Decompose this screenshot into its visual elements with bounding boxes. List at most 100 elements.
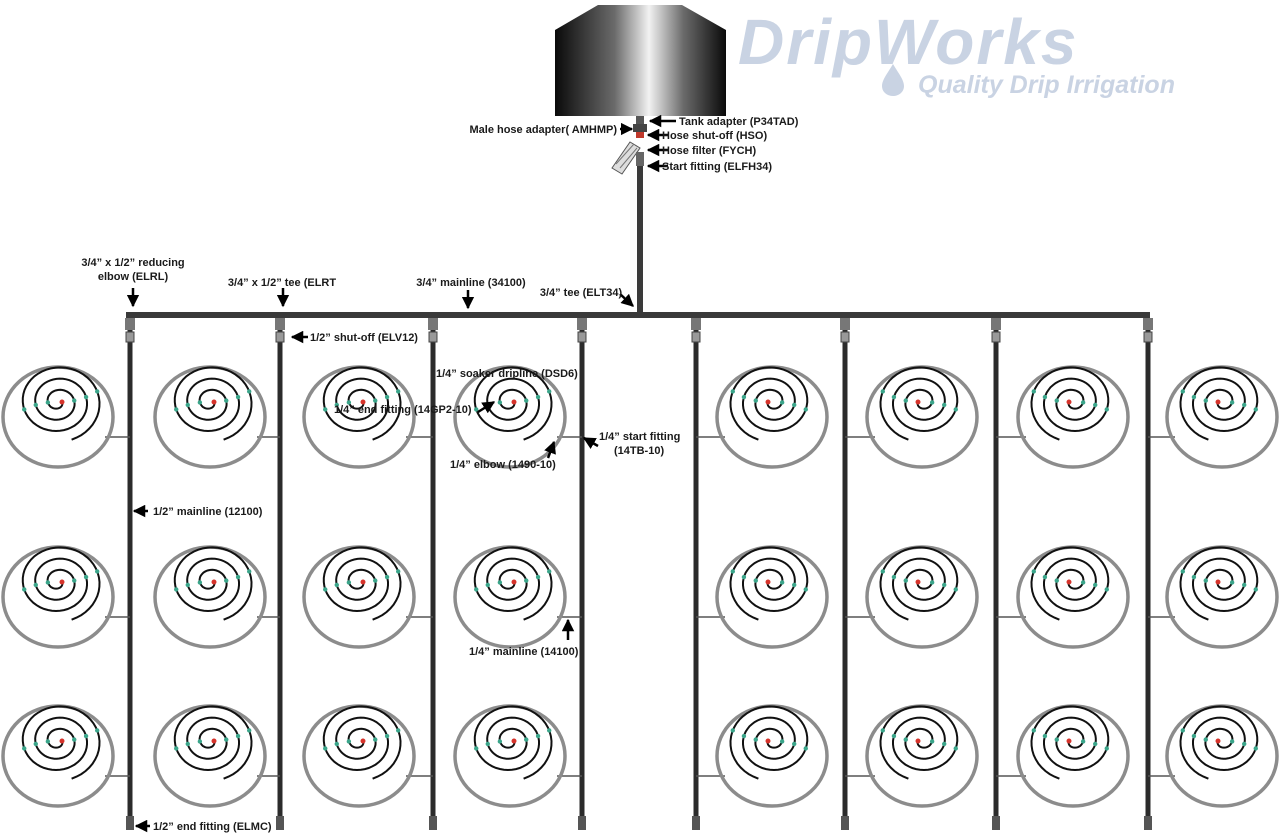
soaker-spiral [729,546,809,621]
spiral-end-cap [915,738,921,744]
emitter-dot [346,580,352,585]
end-fitting [276,816,284,830]
label-mainline-12: 1/2” mainline (12100) [153,506,263,518]
label-elbow-14: 1/4” elbow (1490-10) [450,459,556,471]
emitter-dot [547,728,552,733]
emitter-dot [95,389,100,394]
emitter-dot [346,400,352,405]
spiral-end-cap [1066,399,1072,405]
shutoff-valve [428,331,438,343]
emitter-dot [235,574,241,580]
emitter-dot [323,746,328,751]
shutoff-valve [991,331,1001,343]
soaker-spiral [1179,366,1259,441]
label-hose-shutoff: Hose shut-off (HSO) [662,130,767,142]
emitter-dot [547,389,552,394]
emitter-dot [83,574,89,580]
emitter-dot [535,574,541,580]
emitter-dot [1253,587,1258,592]
label-mainline-34: 3/4” mainline (34100) [416,277,526,289]
emitter-dot [1242,402,1247,408]
emitter-dot [373,398,378,403]
arrow-tee-34 [619,293,634,307]
emitter-dot [1080,400,1086,405]
emitter-dot [1203,578,1208,583]
spiral-end-cap [511,399,517,405]
soaker-spiral [879,546,959,621]
emitter-dot [1031,728,1036,733]
emitter-dot [903,737,908,742]
emitter-dot [45,739,51,744]
emitter-dot [1054,578,1059,583]
emitter-dot [1042,394,1048,400]
spiral-end-cap [211,399,217,405]
emitter-dot [730,728,735,733]
soaker-spiral [1179,546,1259,621]
emitter-dot [1054,398,1059,403]
emitter-dot [474,746,479,751]
label-end-fitting-12: 1/2” end fitting (ELMC) [153,821,272,833]
emitter-dot [174,746,179,751]
emitter-dot [730,569,735,574]
emitter-dot [485,582,490,588]
emitter-dot [1104,587,1109,592]
emitter-dot [741,574,747,580]
emitter-dot [741,394,747,400]
spiral-end-cap [1215,579,1221,585]
emitter-dot [1080,739,1086,744]
label-start-fitting-14-line2: (14TB-10) [614,445,664,457]
lateral-pipe [430,318,436,830]
labels: Tank adapter (P34TAD) Male hose adapter(… [81,116,798,833]
emitter-dot [779,739,785,744]
emitter-dot [197,400,203,405]
emitter-dot [891,574,897,580]
brand-tagline: Quality Drip Irrigation [918,71,1175,99]
emitter-dot [1180,389,1185,394]
soaker-spiral [322,546,402,621]
emitter-dot [1253,746,1258,751]
emitter-dot [323,587,328,592]
emitter-dot [247,728,252,733]
emitter-dot [880,389,885,394]
soaker-spiral [173,546,253,621]
emitter-dot [33,582,38,588]
emitter-dot [753,737,758,742]
label-mainline-14: 1/4” mainline (14100) [469,646,579,658]
soaker-spiral [879,366,959,441]
tee-fitting [275,318,285,330]
shutoff-valve [125,331,135,343]
emitter-dot [779,400,785,405]
spiral-end-cap [765,579,771,585]
lateral-pipe [993,318,999,830]
emitter-dot [247,389,252,394]
emitter-dot [224,737,229,742]
end-fitting [578,816,586,830]
emitter-dot [803,746,808,751]
emitter-dot [22,587,27,592]
emitter-dot [953,407,958,412]
emitter-dot [334,582,339,588]
emitter-dot [880,728,885,733]
soaker-spiral [473,546,553,621]
end-fitting [692,816,700,830]
soaker-spiral [21,705,101,780]
end-fitting [429,816,437,830]
spiral-end-cap [765,399,771,405]
emitter-dot [929,400,935,405]
emitter-dot [373,737,378,742]
soaker-spiral [473,366,553,441]
emitter-dot [942,582,947,588]
emitter-dot [792,402,797,408]
emitter-dot [197,739,203,744]
spiral-end-cap [915,399,921,405]
emitter-dot [247,569,252,574]
lateral-pipe [127,318,133,830]
tee-fitting [125,318,135,330]
shutoff-valve [840,331,850,343]
spiral-end-cap [1066,738,1072,744]
emitter-dot [45,400,51,405]
emitter-dot [1191,394,1197,400]
emitter-dot [485,741,490,747]
emitter-dot [72,737,77,742]
emitter-dot [1104,407,1109,412]
